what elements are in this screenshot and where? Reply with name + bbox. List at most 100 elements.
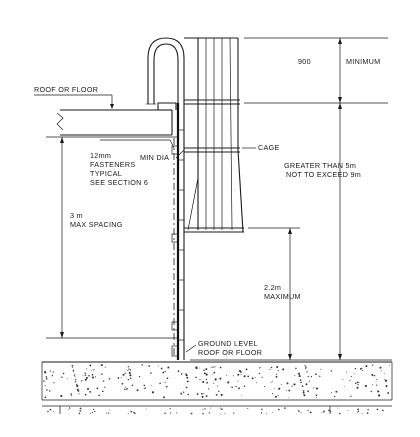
- speckle: [305, 366, 307, 368]
- speckle: [71, 364, 74, 367]
- speckle: [167, 366, 170, 369]
- speckle: [376, 384, 378, 386]
- speckle: [275, 373, 278, 375]
- speckle: [365, 365, 368, 368]
- speckle: [123, 388, 126, 391]
- speckle: [350, 395, 352, 397]
- label-greater-than-5m: GREATER THAN 5m: [284, 161, 356, 170]
- speckle: [201, 392, 203, 395]
- speckle: [308, 380, 310, 382]
- speckle: [298, 372, 301, 375]
- speckle: [349, 379, 351, 382]
- speckle: [227, 381, 230, 384]
- label-2-2m: 2.2m: [264, 283, 281, 292]
- speckle: [307, 390, 309, 393]
- speckle: [302, 391, 305, 394]
- speckle: [305, 383, 308, 386]
- speckle: [263, 386, 265, 388]
- speckle: [311, 412, 313, 414]
- speckle: [73, 371, 75, 373]
- speckle: [353, 373, 355, 375]
- speckle: [45, 378, 48, 380]
- speckle: [180, 392, 183, 395]
- speckle: [361, 413, 363, 415]
- speckle: [213, 383, 215, 384]
- speckle: [164, 370, 166, 373]
- speckle: [383, 410, 384, 412]
- speckle: [323, 410, 325, 413]
- speckle: [88, 374, 90, 377]
- speckle: [143, 384, 146, 387]
- speckle: [330, 392, 332, 394]
- speckle: [195, 376, 197, 379]
- speckle: [300, 381, 302, 384]
- speckle: [345, 371, 347, 373]
- speckle: [186, 380, 189, 383]
- speckle: [337, 407, 339, 409]
- speckle: [366, 412, 369, 414]
- speckle: [84, 372, 86, 375]
- speckle: [372, 364, 374, 366]
- speckle: [254, 377, 256, 379]
- speckle: [357, 384, 359, 386]
- speckle: [191, 413, 193, 415]
- speckle: [379, 366, 382, 369]
- speckle: [205, 395, 208, 398]
- speckle: [108, 378, 111, 380]
- speckle: [134, 412, 136, 415]
- speckle: [293, 383, 296, 386]
- speckle: [339, 412, 341, 415]
- speckle: [124, 372, 126, 374]
- speckle: [45, 376, 48, 378]
- speckle: [98, 394, 100, 397]
- speckle: [77, 389, 80, 392]
- speckle: [85, 376, 88, 379]
- speckle: [84, 378, 87, 381]
- label-fasteners: FASTENERS: [90, 160, 135, 169]
- speckle: [329, 410, 332, 413]
- speckle: [84, 374, 87, 376]
- speckle: [272, 380, 274, 382]
- speckle: [67, 378, 69, 380]
- speckle: [44, 396, 47, 399]
- speckle: [212, 366, 214, 368]
- speckle: [94, 376, 97, 378]
- label-3m: 3 m: [70, 211, 83, 220]
- speckle: [203, 372, 206, 375]
- speckle: [125, 389, 127, 390]
- speckle: [221, 408, 223, 411]
- speckle: [205, 368, 208, 371]
- speckle: [128, 368, 130, 370]
- speckle: [196, 393, 199, 396]
- speckle: [218, 390, 220, 392]
- speckle: [46, 389, 48, 391]
- speckle: [313, 387, 315, 389]
- label-fasteners-section: SEE SECTION 6: [90, 178, 148, 187]
- speckle: [247, 375, 250, 378]
- speckle: [102, 390, 104, 393]
- label-roof-or-floor: ROOF OR FLOOR: [34, 85, 98, 94]
- speckle: [307, 375, 309, 378]
- speckle: [141, 364, 143, 366]
- speckle: [44, 371, 47, 374]
- speckle: [384, 379, 388, 382]
- label-min-dia: MIN DIA: [140, 153, 169, 162]
- speckle: [356, 386, 359, 389]
- speckle: [286, 382, 289, 385]
- speckle: [199, 367, 201, 369]
- speckle: [71, 395, 73, 397]
- speckle: [166, 377, 169, 380]
- speckle: [216, 385, 218, 387]
- speckle: [77, 388, 79, 390]
- speckle: [212, 373, 214, 375]
- speckle: [215, 394, 218, 396]
- speckle: [170, 412, 172, 414]
- speckle: [295, 367, 297, 370]
- speckle: [61, 376, 63, 378]
- speckle: [122, 374, 124, 376]
- speckle: [301, 385, 304, 387]
- speckle: [381, 409, 384, 411]
- speckle: [150, 384, 152, 386]
- speckle: [104, 366, 106, 368]
